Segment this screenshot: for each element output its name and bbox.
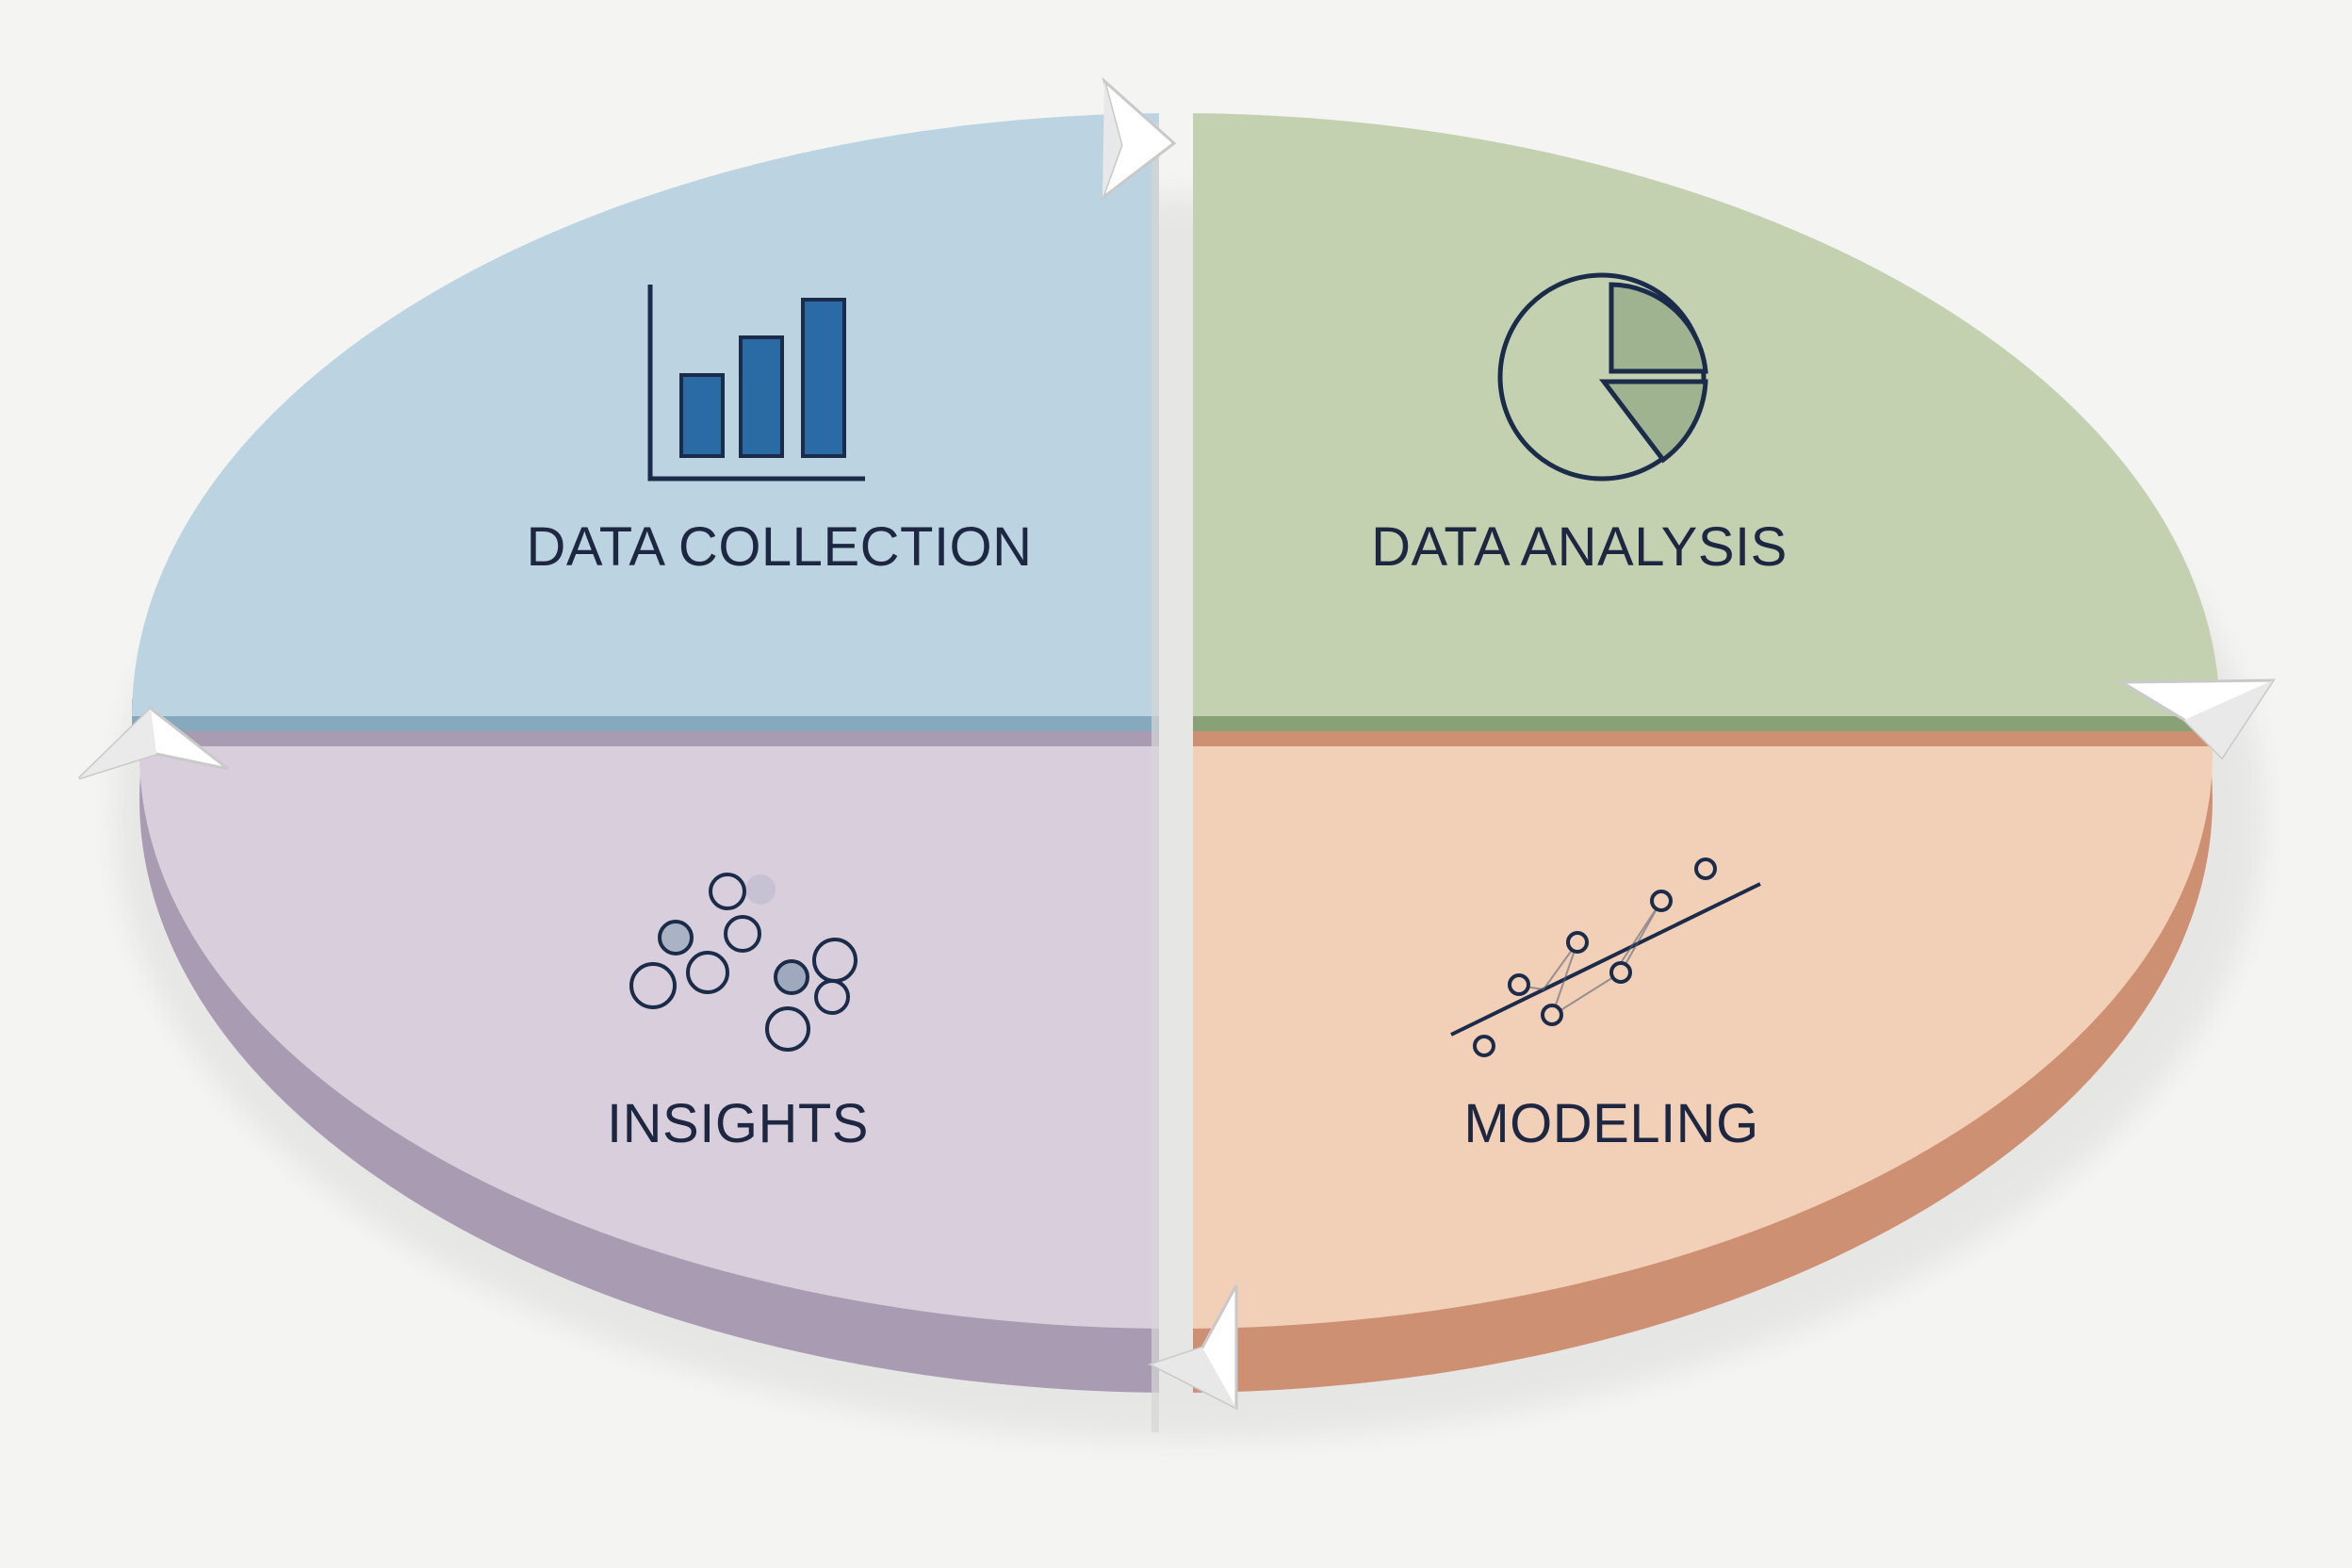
label-insights: INSIGHTS bbox=[607, 1093, 869, 1154]
quadrant-data-collection bbox=[132, 113, 1159, 716]
triangle-arrow-icon bbox=[2116, 678, 2276, 760]
quadrant-modeling bbox=[1193, 746, 2213, 1329]
cluster-bubbles-icon bbox=[629, 873, 858, 1052]
bar-chart-icon bbox=[647, 285, 865, 482]
vertical-gap-shadow bbox=[1152, 122, 1159, 1432]
triangle-arrow-icon bbox=[77, 707, 229, 780]
label-modeling: MODELING bbox=[1463, 1093, 1758, 1154]
pie-chart-icon bbox=[1497, 272, 1708, 482]
triangle-arrow-icon bbox=[1099, 76, 1177, 203]
triangle-arrow-icon bbox=[1148, 1284, 1238, 1411]
quadrant-data-analysis bbox=[1193, 113, 2220, 716]
quadrant-insights bbox=[139, 746, 1159, 1329]
label-data-collection: DATA COLLECTION bbox=[526, 516, 1032, 578]
label-data-analysis: DATA ANALYSIS bbox=[1371, 516, 1788, 578]
regression-line-icon bbox=[1450, 858, 1761, 1057]
